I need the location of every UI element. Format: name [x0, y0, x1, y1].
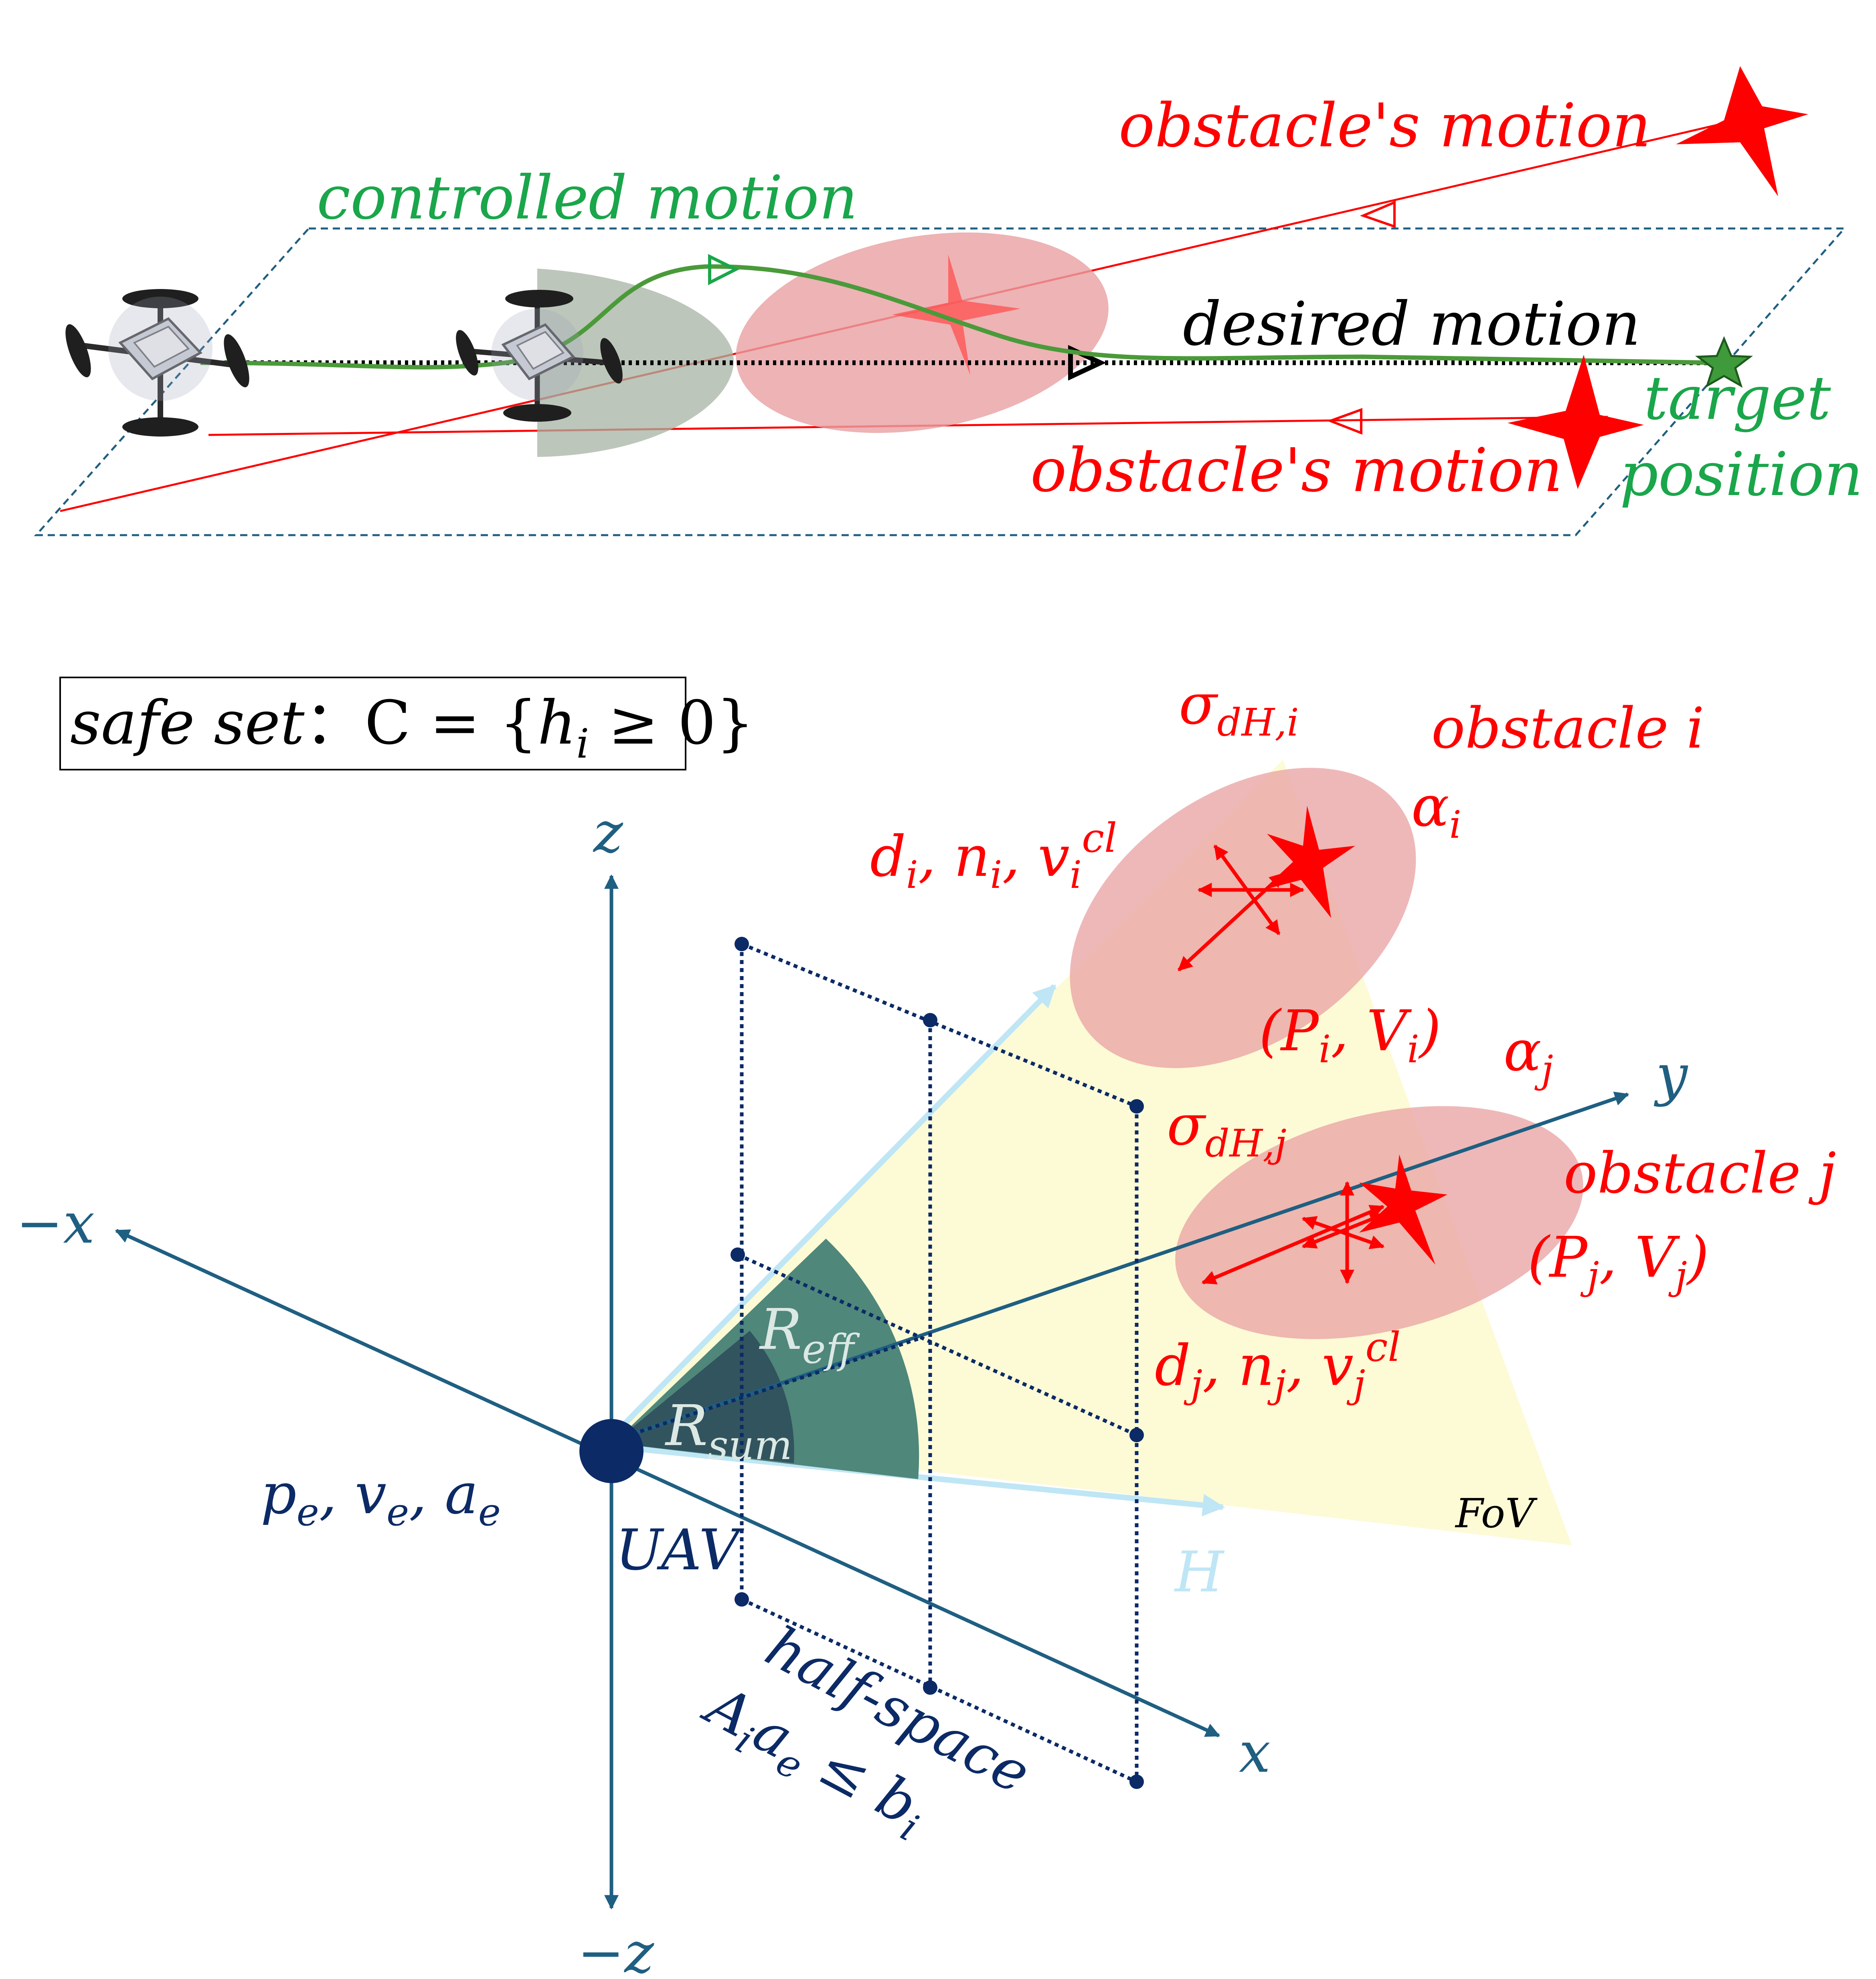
obstacle-i-sigma: σdH,i	[1179, 672, 1299, 745]
half-space-plane-vertices	[731, 937, 1144, 1789]
drone-icon-avoiding	[456, 290, 623, 422]
obstacle-j-star-icon	[1359, 1154, 1447, 1265]
sensing-shadow	[537, 269, 734, 457]
bottom-panel: safe set：C = {hi ≥ 0}	[16, 672, 1836, 1979]
obstacle-i-state: (Pi, Vi)	[1259, 999, 1441, 1071]
r-sum-label: Rsum	[664, 1393, 792, 1469]
h-axis-label: H	[1174, 1540, 1225, 1605]
x-axis-label: x	[1239, 1720, 1271, 1785]
obstacle-star-icon-upper	[1676, 66, 1808, 196]
obstacle-i-star-icon	[1263, 806, 1355, 918]
obstacle-j-vectors: dj, nj, vjcl	[1155, 1324, 1400, 1406]
controlled-motion-arrow	[708, 254, 739, 285]
uav-dot	[579, 1419, 644, 1483]
desired-motion-label: desired motion	[1183, 289, 1641, 359]
z-axis-label: z	[593, 800, 623, 865]
obstacle-j-state: (Pj, Vj)	[1528, 1225, 1709, 1298]
x-axis	[115, 1229, 1220, 1738]
safe-set-formula: safe set：C = {hi ≥ 0}	[70, 688, 754, 767]
obstacle-star-faded	[892, 255, 1020, 375]
obstacle-motion-arrow-lower	[1327, 408, 1362, 435]
half-space-label: half-space Aiae ≤ bi	[692, 1614, 1040, 1850]
position-label: position	[1620, 440, 1863, 509]
controlled-motion-label: controlled motion	[317, 163, 858, 233]
obstacle-j-label: obstacle j	[1564, 1141, 1836, 1206]
ground-plane	[34, 227, 1847, 536]
obstacle-j-sigma: σdH,j	[1167, 1093, 1287, 1166]
obstacle-i-alpha: αi	[1411, 774, 1461, 847]
obstacle-j-direction-arrows	[1201, 1181, 1385, 1285]
target-label: target	[1644, 364, 1831, 433]
neg-z-axis-label: −z	[577, 1920, 654, 1979]
obstacle-star-icon-lower	[1508, 355, 1644, 489]
obstacle-i-label: obstacle i	[1431, 696, 1704, 761]
obstacle-uncertainty-ellipse-top	[736, 232, 1109, 433]
neg-x-axis-label: −x	[16, 1191, 95, 1256]
uav-label: UAV	[615, 1518, 745, 1583]
target-star-icon	[1695, 336, 1753, 388]
safe-set-box	[59, 677, 686, 770]
obstacle-i-vectors: di, ni, vicl	[870, 815, 1117, 897]
fov-label: FoV	[1455, 1490, 1538, 1537]
obstacle-j-alpha: αj	[1504, 1019, 1553, 1092]
obstacle-i-direction-arrows	[1177, 845, 1305, 972]
obstacle-motion-label-upper: obstacle's motion	[1119, 91, 1651, 161]
half-space-planes	[737, 942, 1139, 1784]
top-panel: controlled motion obstacle's motion desi…	[34, 66, 1863, 536]
controlled-motion-curve	[200, 264, 1716, 370]
r-eff-label: Reff	[759, 1297, 860, 1373]
drone-icon-start	[65, 289, 249, 437]
uav-state-label: pe, ve, ae	[261, 1462, 501, 1534]
obstacle-motion-arrow-upper	[1360, 200, 1396, 228]
y-axis-label: y	[1653, 1043, 1688, 1108]
obstacle-motion-label-lower: obstacle's motion	[1030, 436, 1562, 505]
